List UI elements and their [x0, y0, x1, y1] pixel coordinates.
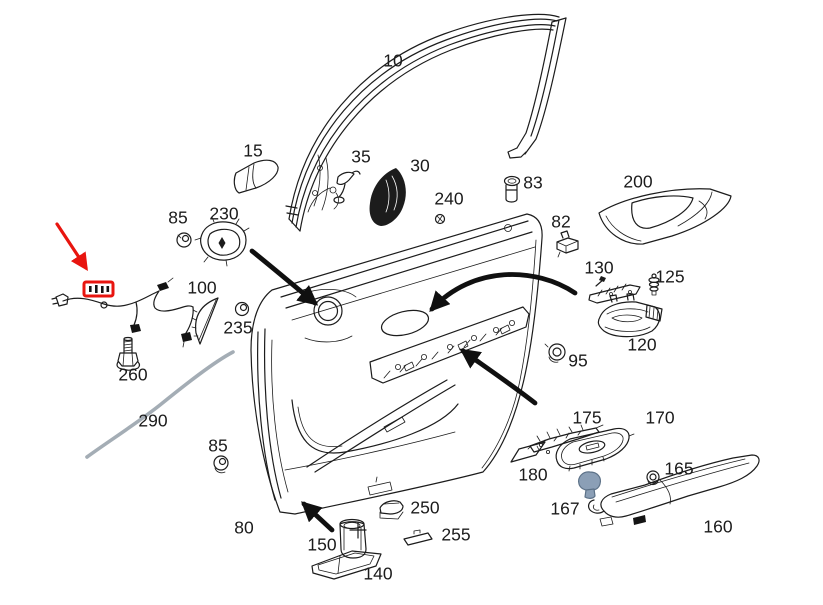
part-label-130: 130 [584, 257, 614, 278]
mirror-cover-30 [369, 168, 406, 226]
part-label-35: 35 [351, 146, 371, 167]
part-label-230: 230 [209, 203, 239, 224]
part-label-240: 240 [434, 188, 464, 209]
part-label-260: 260 [118, 364, 148, 385]
highlight-box [82, 280, 115, 298]
switch-panel-170 [555, 427, 635, 472]
wedge-180 [510, 441, 551, 463]
speaker-adapter-230 [194, 216, 250, 267]
part-label-160: 160 [703, 516, 733, 537]
arrow-to-tweeter [249, 248, 319, 306]
part-label-250: 250 [410, 497, 440, 518]
part-label-140: 140 [363, 563, 393, 584]
grommet-95 [544, 343, 566, 363]
wiring-harness [51, 277, 194, 348]
part-label-200: 200 [623, 171, 653, 192]
clip-82 [556, 230, 579, 258]
bracket-15 [233, 159, 279, 194]
part-label-10: 10 [383, 50, 403, 71]
part-label-83: 83 [523, 172, 543, 193]
part-label-180: 180 [518, 464, 548, 485]
part-label-255: 255 [441, 524, 471, 545]
arrow-to-armrest-rail [459, 348, 538, 406]
callout-arrows [249, 248, 578, 533]
window-frame-10 [285, 13, 560, 232]
pin-167 [578, 471, 602, 499]
part-label-80: 80 [234, 517, 254, 538]
screw-240 [434, 213, 446, 225]
arrow-to-door-handle [429, 272, 578, 312]
part-label-165: 165 [664, 458, 694, 479]
harness-connector-highlight [82, 280, 115, 298]
weatherstrip-290 [85, 350, 235, 459]
red-pointer-arrow [55, 222, 88, 271]
plug-83 [503, 175, 521, 203]
part-label-120: 120 [627, 334, 657, 355]
part-label-100: 100 [187, 277, 217, 298]
part-label-175: 175 [572, 407, 602, 428]
clip-35 [333, 170, 361, 204]
bolt-260 [116, 336, 141, 371]
mirror-trim-200 [598, 188, 732, 245]
arrow-to-door-pocket [301, 501, 335, 533]
part-label-95: 95 [568, 350, 588, 371]
part-label-15: 15 [243, 140, 263, 161]
clip-165 [646, 470, 660, 486]
grommet-85-bottom [213, 455, 229, 474]
part-label-82: 82 [551, 211, 571, 232]
part-label-290: 290 [138, 410, 168, 431]
trim-triangle-100 [191, 297, 219, 345]
pillar-trim [507, 17, 567, 159]
door-handle-120 [597, 290, 663, 338]
grommet-85-top [176, 232, 192, 248]
grommet-235 [234, 301, 250, 317]
part-label-85-b: 85 [208, 435, 228, 456]
clip-125 [648, 273, 660, 296]
bracket-250 [379, 500, 404, 520]
cupholder-150 [339, 518, 367, 559]
door-panel-80 [250, 213, 543, 515]
part-label-30: 30 [410, 155, 430, 176]
armrest-160 [588, 454, 760, 527]
part-label-170: 170 [645, 407, 675, 428]
part-label-125: 125 [655, 266, 685, 287]
part-label-167: 167 [550, 498, 580, 519]
part-label-150: 150 [307, 534, 337, 555]
tray-140 [311, 550, 382, 580]
part-label-85-a: 85 [168, 207, 188, 228]
strip-130 [588, 276, 641, 304]
blank-switch-255 [403, 529, 433, 546]
part-label-235: 235 [223, 317, 253, 338]
